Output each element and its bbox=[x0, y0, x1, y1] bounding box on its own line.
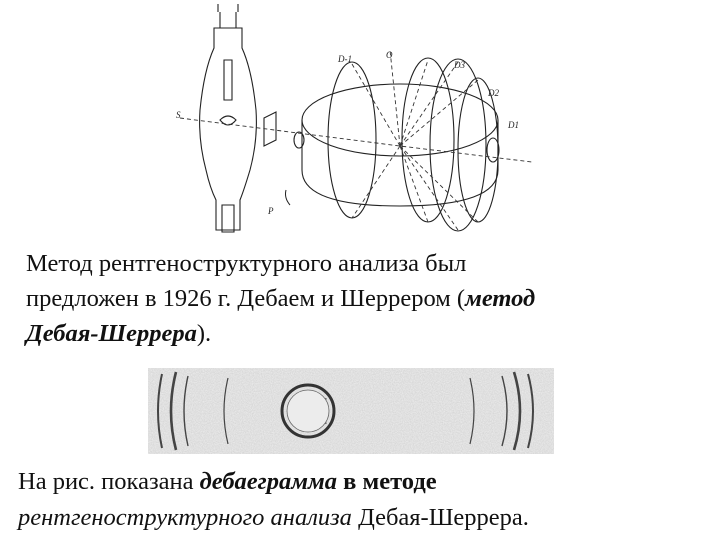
paragraph1-line3-end: ). bbox=[196, 320, 212, 347]
label-d1: D1 bbox=[507, 120, 519, 130]
paragraph2-start: На рис. показана bbox=[18, 468, 200, 495]
cone-d1 bbox=[457, 77, 499, 223]
cone-d3 bbox=[401, 57, 455, 223]
label-o: O bbox=[386, 50, 393, 60]
label-d2: D2 bbox=[487, 88, 499, 98]
paragraph1-line3: Дебая-Шеррера). bbox=[26, 316, 716, 351]
paragraph1-line2-text: предложен в 1926 г. Дебаем и Шеррером ( bbox=[26, 285, 466, 312]
label-d-minus-1: D-1 bbox=[337, 54, 352, 64]
primary-beam bbox=[179, 117, 533, 163]
debye-scherrer-camera-diagram: S O P D-1 D3 D2 D1 bbox=[176, 4, 533, 233]
xray-tube bbox=[199, 12, 257, 231]
collimator-slit bbox=[263, 111, 277, 147]
paragraph1-line2: предложен в 1926 г. Дебаем и Шеррером (м… bbox=[26, 281, 716, 316]
debyegram-image bbox=[148, 368, 554, 454]
paragraph2-analysis-term: рентгеноструктурного анализа bbox=[18, 504, 352, 531]
paragraph2-line2: рентгеноструктурного анализа Дебая-Шерре… bbox=[18, 500, 718, 536]
paragraph1-line1: Метод рентгеноструктурного анализа был bbox=[26, 250, 467, 277]
paragraph2-debyegram-term: дебаеграмма bbox=[199, 468, 338, 495]
paragraph2-line1: На рис. показана дебаеграмма в методе bbox=[18, 464, 718, 500]
camera-cylinder-bottom bbox=[301, 169, 499, 207]
paragraph1-method-name: Дебая-Шеррера bbox=[26, 320, 197, 347]
label-d3: D3 bbox=[453, 60, 465, 70]
cone-d-1 bbox=[327, 61, 377, 219]
paragraph2-mid: в методе bbox=[337, 468, 437, 495]
cone-d2 bbox=[429, 58, 487, 232]
label-s: S bbox=[176, 110, 181, 120]
paragraph2-end: Дебая-Шеррера. bbox=[351, 504, 529, 531]
paragraph-method-history: Метод рентгеноструктурного анализа был п… bbox=[26, 246, 716, 351]
label-p: P bbox=[267, 206, 274, 216]
central-ring bbox=[280, 383, 336, 439]
paragraph1-method-term: метод bbox=[465, 285, 536, 312]
paragraph-debyegram-caption: На рис. показана дебаеграмма в методе ре… bbox=[18, 464, 718, 536]
